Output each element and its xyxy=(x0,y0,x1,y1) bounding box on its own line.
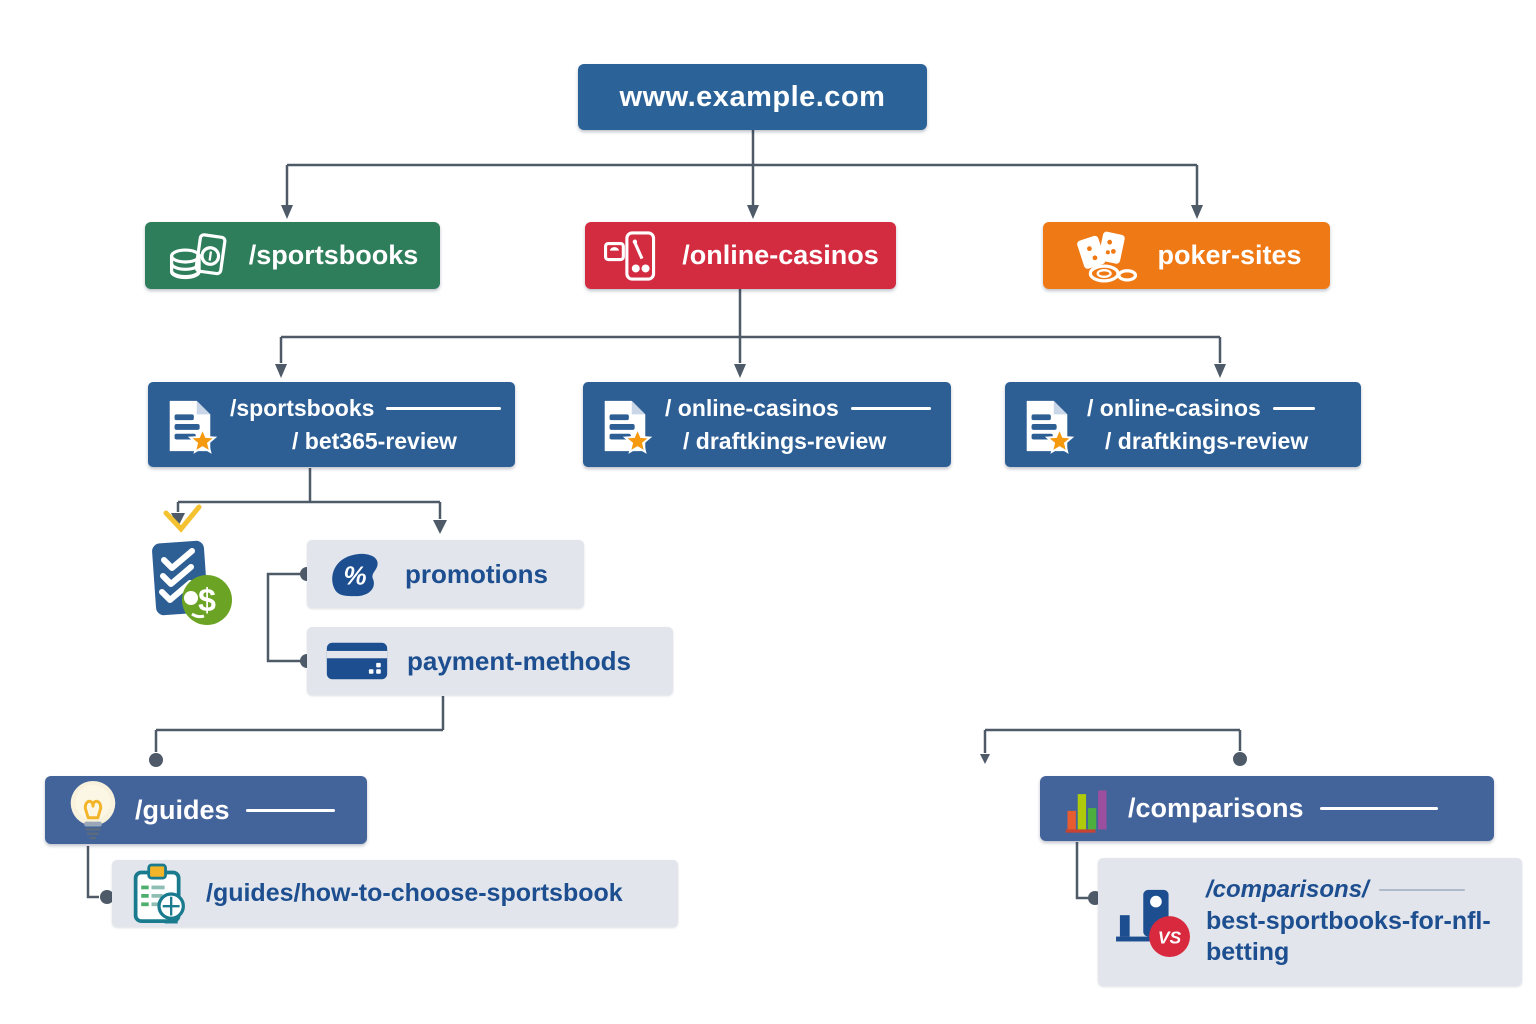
decorative-dash xyxy=(1319,807,1438,810)
node-promotions: % promotions xyxy=(307,540,584,608)
bar-chart-icon xyxy=(1062,783,1112,835)
decorative-dash xyxy=(850,406,931,410)
poker-sites-label: poker-sites xyxy=(1157,240,1302,270)
comparisons-detail-path: /comparisons/ xyxy=(1206,875,1369,903)
guides-label: /guides xyxy=(135,794,230,825)
lightbulb-icon xyxy=(67,779,119,841)
document-star-icon xyxy=(162,395,218,455)
document-star-icon xyxy=(1019,395,1075,455)
draftkings2-line1: / online-casinos xyxy=(1087,394,1261,421)
checklist-money-icon: $ xyxy=(148,530,234,628)
online-casinos-label: /online-casinos xyxy=(682,240,879,270)
node-comparisons-detail: VS /comparisons/ best-sportbooks-for-nfl… xyxy=(1098,858,1522,986)
coins-ticket-icon xyxy=(167,228,233,284)
credit-card-icon xyxy=(325,639,389,683)
clipboard-icon xyxy=(130,863,188,925)
draftkings1-line1: / online-casinos xyxy=(665,394,839,421)
yellow-check-mark xyxy=(163,504,202,533)
node-sportsbooks: /sportsbooks xyxy=(145,222,440,289)
draftkings2-line2: / draftkings-review xyxy=(1105,427,1309,454)
node-comparisons: /comparisons xyxy=(1040,776,1494,841)
promotions-label: promotions xyxy=(405,558,548,589)
node-payment-methods: payment-methods xyxy=(307,627,673,695)
decorative-dash xyxy=(1378,888,1465,891)
vs-comparison-icon: VS xyxy=(1114,886,1192,958)
slot-machine-icon xyxy=(602,229,666,283)
vs-glyph: VS xyxy=(1158,927,1182,947)
comparisons-detail-slug: best-sportbooks-for-nfl-betting xyxy=(1206,906,1491,966)
node-draftkings-review-1: / online-casinos / draftkings-review xyxy=(583,382,951,467)
draftkings1-line2: / draftkings-review xyxy=(683,427,887,454)
node-online-casinos: /online-casinos xyxy=(585,222,896,289)
node-bet365-review: /sportsbooks / bet365-review xyxy=(148,382,515,467)
node-draftkings-review-2: / online-casinos / draftkings-review xyxy=(1005,382,1361,467)
bet365-line2: / bet365-review xyxy=(292,427,457,454)
node-poker-sites: poker-sites xyxy=(1043,222,1330,289)
percent-glyph: % xyxy=(343,561,366,591)
node-guides: /guides xyxy=(45,776,367,844)
node-guides-detail: /guides/how-to-choose-sportsbook xyxy=(112,860,678,927)
root-domain-label: www.example.com xyxy=(619,80,886,113)
bet365-line1: /sportsbooks xyxy=(230,394,375,421)
payment-methods-label: payment-methods xyxy=(407,645,631,676)
document-star-icon xyxy=(597,395,653,455)
node-root-domain: www.example.com xyxy=(578,64,927,130)
decorative-dash xyxy=(245,808,335,812)
guides-detail-label: /guides/how-to-choose-sportsbook xyxy=(206,879,623,907)
sportsbooks-label: /sportsbooks xyxy=(248,240,419,270)
cards-chip-icon xyxy=(1071,228,1141,284)
dollar-glyph: $ xyxy=(198,582,216,618)
decorative-dash xyxy=(1272,406,1315,410)
comparisons-label: /comparisons xyxy=(1128,793,1304,823)
decorative-dash xyxy=(386,406,501,410)
percent-tag-icon: % xyxy=(325,547,387,601)
